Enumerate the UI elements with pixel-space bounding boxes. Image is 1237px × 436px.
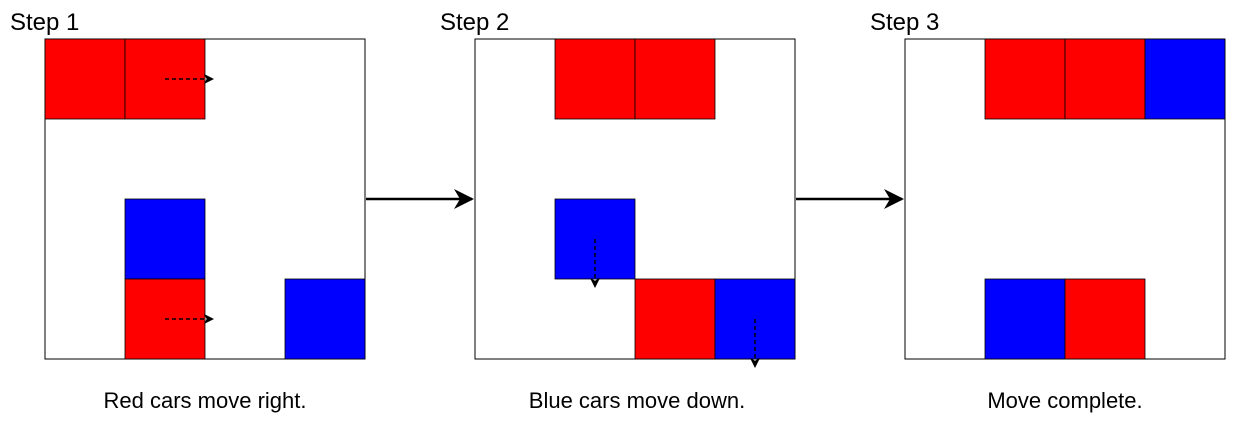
step-3-cars (984, 38, 1226, 360)
step-2-title: Step 2 (440, 9, 509, 36)
blue-car (984, 278, 1066, 360)
step-3-caption: Move complete. (987, 388, 1142, 413)
step-3-panel: Step 3 Move complete. (870, 9, 1226, 413)
step-1-title: Step 1 (10, 9, 79, 36)
blue-car (1144, 38, 1226, 120)
red-car (44, 38, 126, 120)
step-2-moves (589, 239, 761, 369)
red-car (1064, 38, 1146, 120)
blue-car (284, 278, 366, 360)
step-1-moves (165, 73, 215, 325)
step-2-caption: Blue cars move down. (529, 388, 745, 413)
blue-car (124, 198, 206, 280)
red-car (554, 38, 636, 120)
step-3-title: Step 3 (870, 9, 939, 36)
step-1-panel: Step 1 Red cars move right. (10, 9, 366, 413)
step-2-panel: Step 2 Blue cars move down. (440, 9, 796, 413)
red-car (1064, 278, 1146, 360)
red-car (634, 38, 716, 120)
red-car (984, 38, 1066, 120)
step-1-caption: Red cars move right. (104, 388, 307, 413)
red-car (634, 278, 716, 360)
